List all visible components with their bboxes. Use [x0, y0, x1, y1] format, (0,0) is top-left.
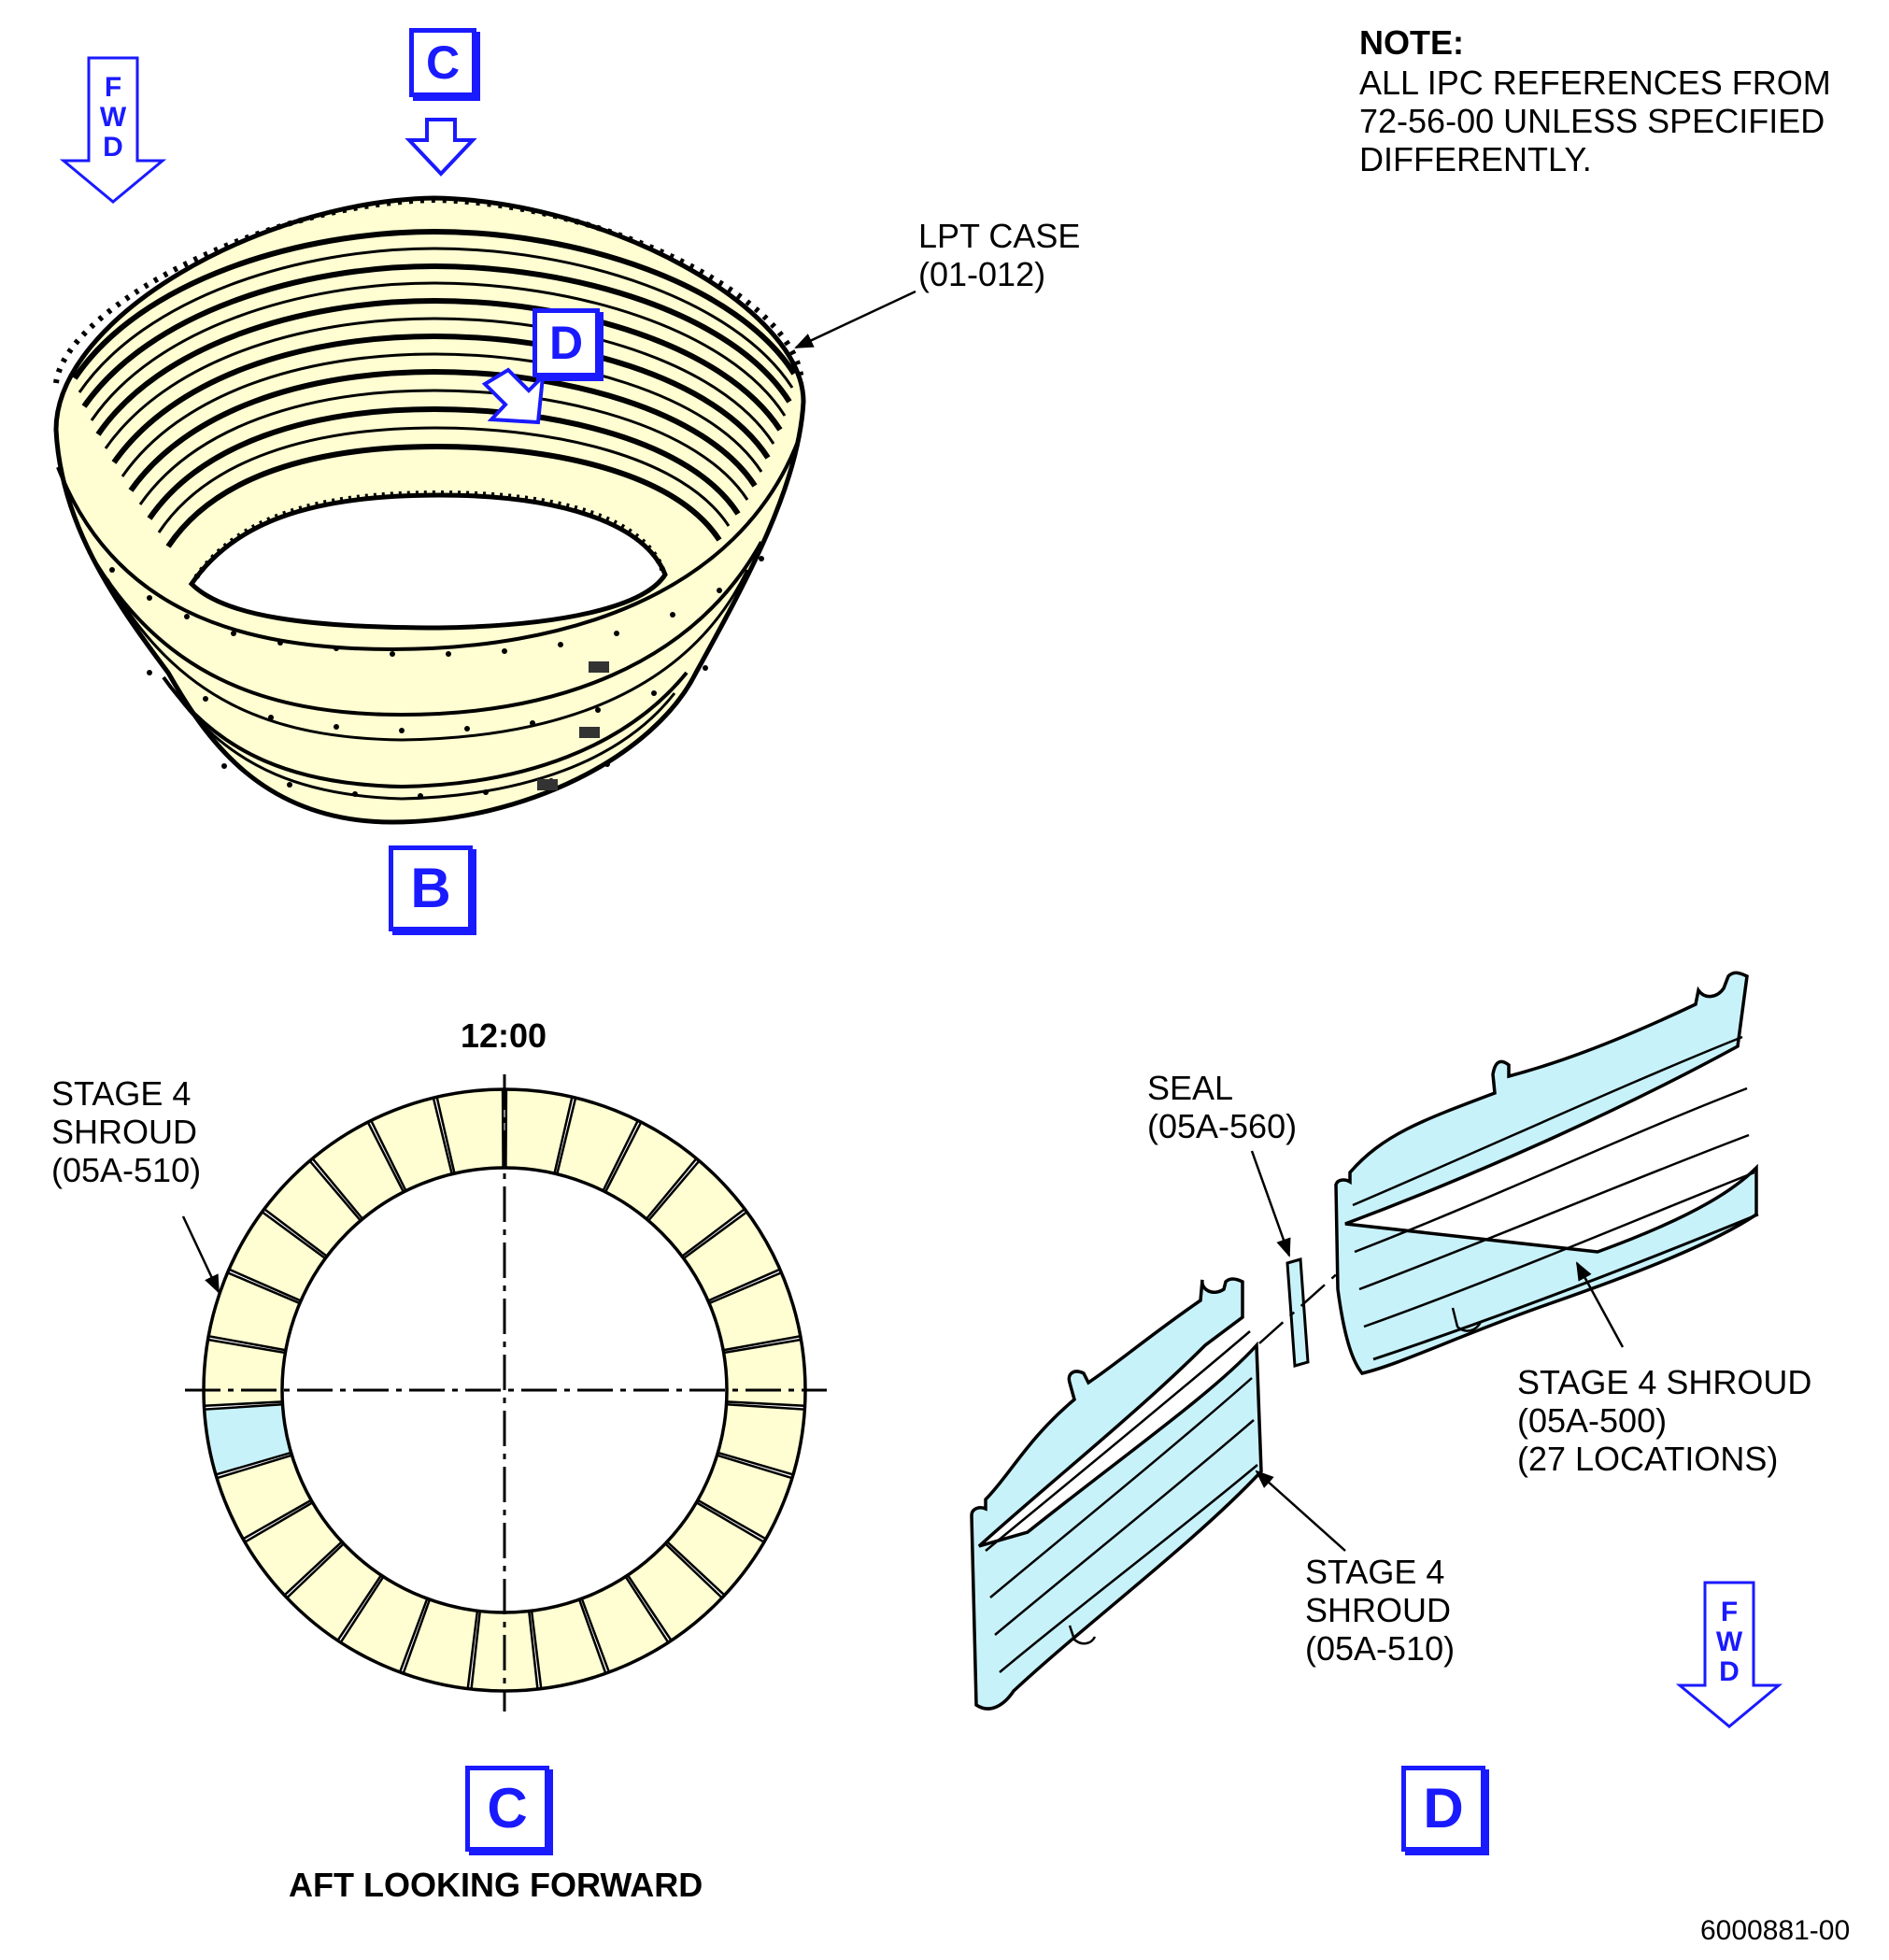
stage4-shroud-510-line3: (05A-510) [1305, 1629, 1456, 1668]
stage4-shroud-500-line1: STAGE 4 SHROUD [1517, 1363, 1812, 1401]
clock-12-label: 12:00 [461, 1016, 547, 1055]
view-d-direction-arrow [481, 367, 546, 425]
ring-centerlines [185, 1074, 827, 1711]
view-d-callout-top: D [533, 308, 600, 377]
fwd-letter-f: F [1720, 1597, 1739, 1627]
fwd-label-top: F W D [94, 73, 132, 163]
lpt-case-label: LPT CASE [918, 217, 1081, 255]
segment-alignment-line [1258, 1270, 1342, 1344]
view-c-label: C [465, 1766, 549, 1852]
stage4-shroud-left-line2: SHROUD [51, 1113, 198, 1151]
fwd-arrow-bottom [1675, 1581, 1783, 1728]
fwd-letter-d: D [1719, 1656, 1740, 1687]
stage4-shroud-ring [202, 1087, 807, 1693]
note-line-2: 72-56-00 UNLESS SPECIFIED [1359, 102, 1825, 140]
fwd-label-bottom: F W D [1711, 1598, 1748, 1687]
view-b-label: B [389, 845, 473, 931]
seal-label: SEAL [1147, 1069, 1234, 1107]
stage4-shroud-500-leader [1575, 1261, 1625, 1348]
note-heading: NOTE: [1359, 23, 1464, 62]
fwd-letter-d: D [103, 132, 123, 163]
fwd-letter-f: F [104, 72, 122, 103]
view-c-direction-arrow [405, 118, 477, 177]
seal-leader [1250, 1150, 1291, 1257]
fwd-arrow-top [59, 56, 167, 204]
ring-segment [202, 1338, 287, 1408]
note-line-1: ALL IPC REFERENCES FROM [1359, 64, 1831, 102]
note-line-3: DIFFERENTLY. [1359, 140, 1592, 178]
stage4-shroud-500-line3: (27 LOCATIONS) [1517, 1440, 1779, 1478]
stage4-shroud-left-leader [181, 1215, 220, 1294]
stage4-shroud-510-line2: SHROUD [1305, 1591, 1452, 1629]
stage4-shroud-510-leader [1255, 1470, 1346, 1552]
lpt-case-ipc-ref: (01-012) [918, 255, 1046, 293]
stage4-shroud-05a-500 [1334, 971, 1759, 1375]
view-c-caption: AFT LOOKING FORWARD [289, 1866, 703, 1904]
seal-ipc-ref: (05A-560) [1147, 1107, 1298, 1145]
stage4-shroud-left-line3: (05A-510) [51, 1151, 202, 1189]
view-d-label: D [1401, 1766, 1485, 1852]
lpt-case-leader [794, 290, 916, 349]
view-c-callout-top: C [409, 28, 476, 97]
stage4-shroud-left-line1: STAGE 4 [51, 1074, 192, 1113]
stage4-shroud-05a-510-segment [970, 1277, 1263, 1711]
stage4-shroud-510-line1: STAGE 4 [1305, 1553, 1445, 1591]
fwd-letter-w: W [1715, 1626, 1743, 1657]
ring-segment [722, 1338, 807, 1408]
fwd-letter-w: W [99, 102, 127, 133]
stage4-shroud-500-line2: (05A-500) [1517, 1401, 1668, 1440]
seal-05a-560 [1285, 1257, 1310, 1368]
lpt-case-drawing [53, 195, 806, 825]
figure-id: 6000881-00 [1700, 1915, 1851, 1946]
